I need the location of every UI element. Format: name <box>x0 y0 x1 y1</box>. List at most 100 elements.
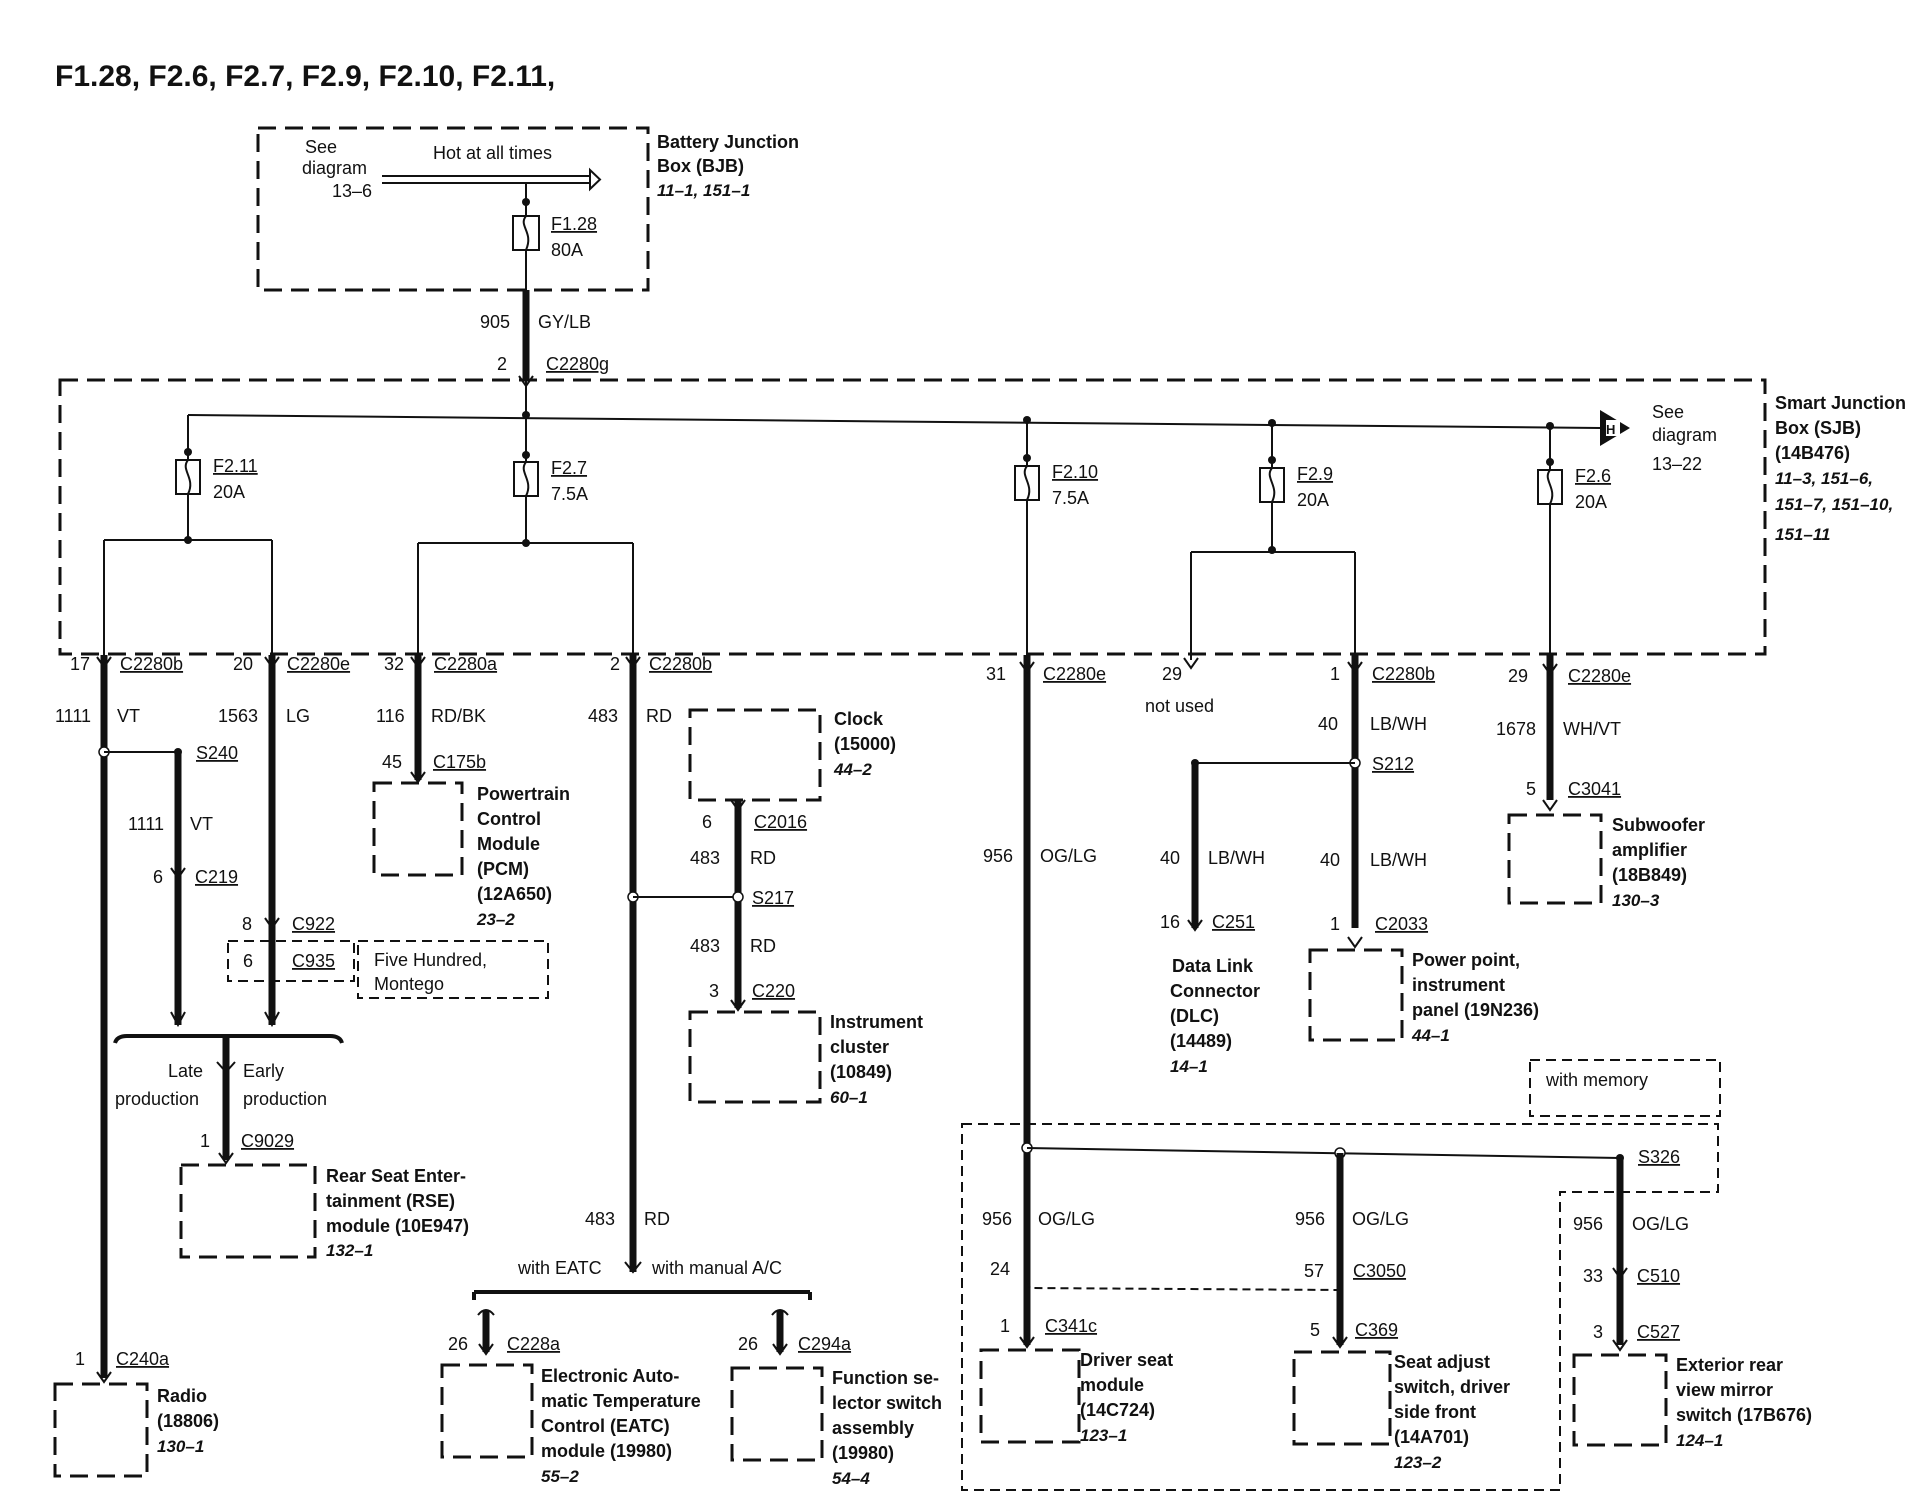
early-production-line1: Early <box>243 1061 284 1081</box>
fuse-f211-label: F2.11 <box>213 456 258 476</box>
power-point-color: LB/WH <box>1370 850 1427 870</box>
f26-bus-dot <box>1546 422 1554 430</box>
seat-branch-color: OG/LG <box>1040 846 1097 866</box>
fuse-f29-label: F2.9 <box>1297 464 1333 484</box>
sub-pin: 29 <box>1508 666 1528 686</box>
seat-adjust-pin: 5 <box>1310 1320 1320 1340</box>
lg-branch-pin-b: 6 <box>243 951 253 971</box>
pcm-name-line1: Powertrain <box>477 784 570 804</box>
f29-branch-color: LB/WH <box>1370 714 1427 734</box>
dlc-page: 14–1 <box>1170 1057 1208 1076</box>
sub-name-line1: Subwoofer <box>1612 815 1705 835</box>
rse-name-line3: module (10E947) <box>326 1216 469 1236</box>
dlc-circuit: 40 <box>1160 848 1180 868</box>
dlc-name-line2: Connector <box>1170 981 1260 1001</box>
rse-connector: C9029 <box>241 1131 294 1151</box>
rd-branch-color-low: RD <box>644 1209 670 1229</box>
sjb-pages-line2: 151–7, 151–10, <box>1775 495 1893 514</box>
note-line2: Montego <box>374 974 444 994</box>
fss-name-line4: (19980) <box>832 1443 894 1463</box>
note-line1: Five Hundred, <box>374 950 487 970</box>
clock-circuit: 483 <box>690 848 720 868</box>
late-production-line1: Late <box>168 1061 203 1081</box>
radio-connector: C240a <box>116 1349 170 1369</box>
cluster-page: 60–1 <box>830 1088 868 1107</box>
c2033-connector-icon <box>1347 936 1363 949</box>
f29-branch-connector: C2280b <box>1372 664 1435 684</box>
fss-connector: C294a <box>798 1334 852 1354</box>
c369-connector-icon <box>1332 1336 1348 1349</box>
fuse-f210-label: F2.10 <box>1052 462 1098 482</box>
radio-box <box>53 1382 149 1478</box>
radio-name-line1: Radio <box>157 1386 207 1406</box>
eatc-box <box>440 1363 534 1459</box>
bjb-see-label: See <box>305 137 337 157</box>
c251-connector-icon <box>1187 919 1203 932</box>
radio-branch-connector: C2280b <box>120 654 183 674</box>
pcm-pin: 32 <box>384 654 404 674</box>
clock-color2: RD <box>750 936 776 956</box>
eatc-top-cap-icon <box>477 1309 495 1316</box>
seat-adjust-name-line2: switch, driver <box>1394 1377 1510 1397</box>
sub-connector2: C3041 <box>1568 779 1621 799</box>
eatc-selector-arrow-icon <box>624 1261 642 1274</box>
radio-name-line2: (18806) <box>157 1411 219 1431</box>
f211-top-dot <box>184 448 192 456</box>
fuse-f210-icon <box>1014 465 1040 501</box>
hot-at-all-times-label: Hot at all times <box>433 143 552 163</box>
sjb-pages-line1: 11–3, 151–6, <box>1775 469 1873 488</box>
feed-pin: 2 <box>497 354 507 374</box>
driver-seat-pin-a: 24 <box>990 1259 1010 1279</box>
f29-top-dot <box>1268 456 1276 464</box>
mirror-name-line3: switch (17B676) <box>1676 1405 1812 1425</box>
radio-branch-pin2: 6 <box>153 867 163 887</box>
feed-circuit: 905 <box>480 312 510 332</box>
feed-connector: C2280g <box>546 354 609 374</box>
seat-adjust-circuit: 956 <box>1295 1209 1325 1229</box>
rse-name-line1: Rear Seat Enter- <box>326 1166 466 1186</box>
fuse-f128-amps: 80A <box>551 240 583 260</box>
sjb-see-label: See <box>1652 402 1684 422</box>
f29-not-used: not used <box>1145 696 1214 716</box>
mirror-pin: 3 <box>1593 1322 1603 1342</box>
cluster-connector: C220 <box>752 981 795 1001</box>
sub-circuit: 1678 <box>1496 719 1536 739</box>
power-point-circuit: 40 <box>1320 850 1340 870</box>
fuse-f26-label: F2.6 <box>1575 466 1611 486</box>
five-hundred-montego-note <box>357 940 549 999</box>
radio-branch-color: VT <box>117 706 140 726</box>
radio-pin: 1 <box>75 1349 85 1369</box>
c527-connector-icon <box>1612 1339 1628 1352</box>
early-arrow-icon <box>264 1011 280 1028</box>
power-point-pin: 1 <box>1330 914 1340 934</box>
lg-branch-connector-icon <box>264 656 280 669</box>
rse-page: 132–1 <box>326 1241 373 1260</box>
bjb-name-line1: Battery Junction <box>657 132 799 152</box>
radio-branch-circuit: 1111 <box>55 706 91 726</box>
f29-branch-connector-icon <box>1347 661 1363 674</box>
sjb-diagram-label: diagram <box>1652 425 1717 445</box>
fss-top-cap-icon <box>771 1309 789 1316</box>
rse-module-box <box>179 1163 317 1259</box>
mirror-page: 124–1 <box>1676 1431 1723 1450</box>
lg-branch-connector: C2280e <box>287 654 350 674</box>
lg-branch-circuit: 1563 <box>218 706 258 726</box>
clock-circuit2: 483 <box>690 936 720 956</box>
sjb-name-line1: Smart Junction <box>1775 393 1906 413</box>
late-production-line2: production <box>115 1089 199 1109</box>
sjb-diagram-ref: 13–22 <box>1652 454 1702 474</box>
fss-pin: 26 <box>738 1334 758 1354</box>
dlc-name-line3: (DLC) <box>1170 1006 1219 1026</box>
feed-color: GY/LB <box>538 312 591 332</box>
f29-branch-circuit: 40 <box>1318 714 1338 734</box>
c922-connector-icon <box>264 917 280 930</box>
mirror-name-line2: view mirror <box>1676 1380 1773 1400</box>
with-eatc-label: with EATC <box>517 1258 602 1278</box>
bjb-splice-dot <box>522 198 530 206</box>
diagram-title: F1.28, F2.6, F2.7, F2.9, F2.10, F2.11, <box>55 60 555 93</box>
rd-branch-connector-icon <box>625 656 641 669</box>
fss-name-line2: lector switch <box>832 1393 942 1413</box>
lg-branch-conn-b: C935 <box>292 951 335 971</box>
c510-connector-icon <box>1612 1267 1628 1280</box>
power-point-box <box>1308 948 1404 1042</box>
